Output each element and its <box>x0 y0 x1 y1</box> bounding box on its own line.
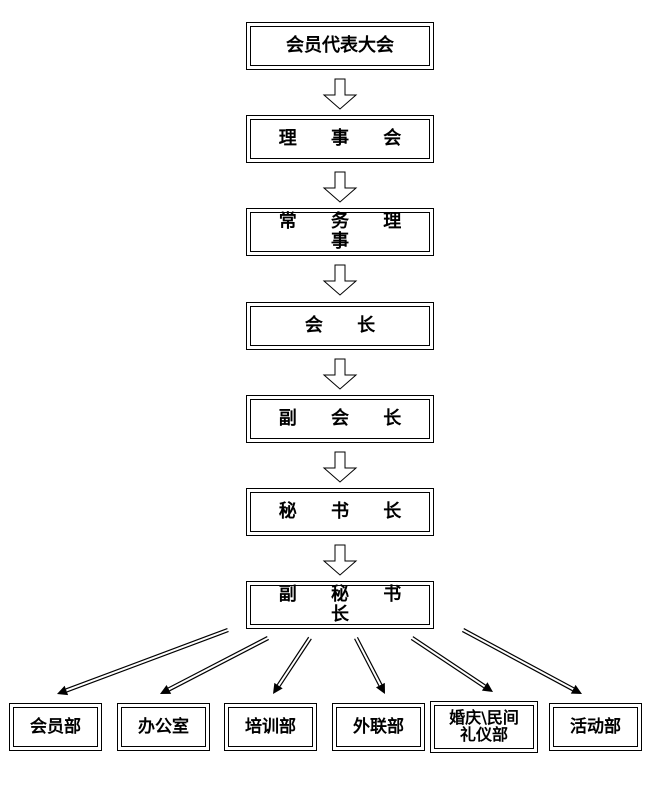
dept-connector-4-head <box>375 682 385 694</box>
node-standing-council: 常 务 理 事 <box>246 208 434 256</box>
dept-activities: 活动部 <box>549 703 642 751</box>
dept-connector-3-line-2 <box>276 636 310 686</box>
dept-liaison: 外联部 <box>332 703 425 751</box>
dept-connector-2-head <box>160 684 172 694</box>
node-president: 会 长 <box>246 302 434 350</box>
dept-connector-1-line-1 <box>66 630 229 693</box>
dept-members-label: 会员部 <box>30 716 81 737</box>
node-secretary-general-label: 秘 书 长 <box>278 501 416 523</box>
dept-connector-6-line-2 <box>461 630 573 692</box>
node-deputy-secretary-general: 副 秘 书 长 <box>246 581 434 629</box>
dept-connector-1-line-2 <box>65 627 228 690</box>
node-deputy-secretary-general-label: 副 秘 书 长 <box>278 584 416 625</box>
dept-connector-5-head <box>481 682 493 692</box>
dept-connector-4-line-2 <box>354 638 380 687</box>
down-arrow-5 <box>322 451 358 483</box>
node-council-label: 理 事 会 <box>278 128 416 150</box>
dept-connector-6-line-1 <box>463 628 575 689</box>
dept-connector-3-head <box>273 682 283 694</box>
node-vice-president: 副 会 长 <box>246 395 434 443</box>
down-arrow-6 <box>322 544 358 576</box>
dept-training: 培训部 <box>224 703 317 751</box>
dept-office-label: 办公室 <box>138 716 189 737</box>
node-secretary-general: 秘 书 长 <box>246 488 434 536</box>
node-assembly-label: 会员代表大会 <box>286 35 394 57</box>
dept-wedding-etiquette-label: 婚庆\民间 礼仪部 <box>449 708 519 744</box>
dept-liaison-label: 外联部 <box>353 716 404 737</box>
dept-connector-1-head <box>57 685 69 696</box>
dept-connector-4-line-1 <box>356 636 383 685</box>
dept-connector-2-line-1 <box>169 638 270 692</box>
down-arrow-1 <box>322 78 358 110</box>
down-arrow-3 <box>322 264 358 296</box>
down-arrow-2 <box>322 171 358 203</box>
node-standing-council-label: 常 务 理 事 <box>278 211 416 252</box>
node-assembly: 会员代表大会 <box>246 22 434 70</box>
node-council: 理 事 会 <box>246 115 434 163</box>
dept-wedding-etiquette: 婚庆\民间 礼仪部 <box>430 701 538 753</box>
down-arrow-4 <box>322 358 358 390</box>
node-president-label: 会 长 <box>304 315 390 337</box>
dept-activities-label: 活动部 <box>570 716 621 737</box>
dept-connector-2-line-2 <box>167 636 268 689</box>
dept-members: 会员部 <box>9 703 102 751</box>
dept-connector-5-line-2 <box>410 638 485 689</box>
dept-connector-5-line-1 <box>412 636 486 686</box>
node-vice-president-label: 副 会 长 <box>278 408 416 430</box>
dept-connector-3-line-1 <box>279 638 312 687</box>
dept-office: 办公室 <box>117 703 210 751</box>
dept-connector-6-head <box>570 684 582 694</box>
dept-training-label: 培训部 <box>245 716 296 737</box>
